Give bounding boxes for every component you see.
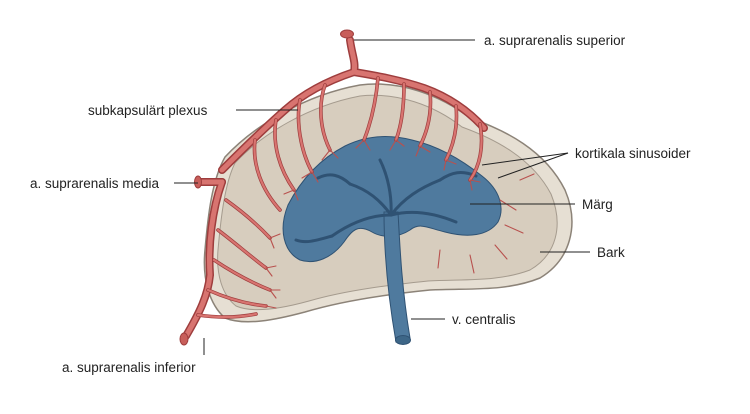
labels: a. suprarenalis superior subkapsulärt pl… xyxy=(30,33,691,375)
label-inferior: a. suprarenalis inferior xyxy=(62,360,196,375)
label-centralis: v. centralis xyxy=(452,312,516,327)
leader-sinusoider-1 xyxy=(481,152,569,166)
inferior-artery-opening xyxy=(179,332,189,346)
central-vein-opening xyxy=(395,335,411,345)
leader-sinusoider-2 xyxy=(497,152,569,179)
medullary-veins xyxy=(294,158,478,244)
label-sinusoider: kortikala sinusoider xyxy=(575,146,691,161)
label-plexus: subkapsulärt plexus xyxy=(88,103,208,118)
label-marg: Märg xyxy=(582,197,613,212)
arteries xyxy=(179,29,535,346)
media-artery-opening xyxy=(194,175,202,189)
leader-lines xyxy=(174,39,590,355)
label-media: a. suprarenalis media xyxy=(30,176,160,191)
label-bark: Bark xyxy=(597,245,625,260)
superior-artery-opening xyxy=(340,29,354,39)
label-superior: a. suprarenalis superior xyxy=(484,33,626,48)
central-vein xyxy=(294,158,478,345)
